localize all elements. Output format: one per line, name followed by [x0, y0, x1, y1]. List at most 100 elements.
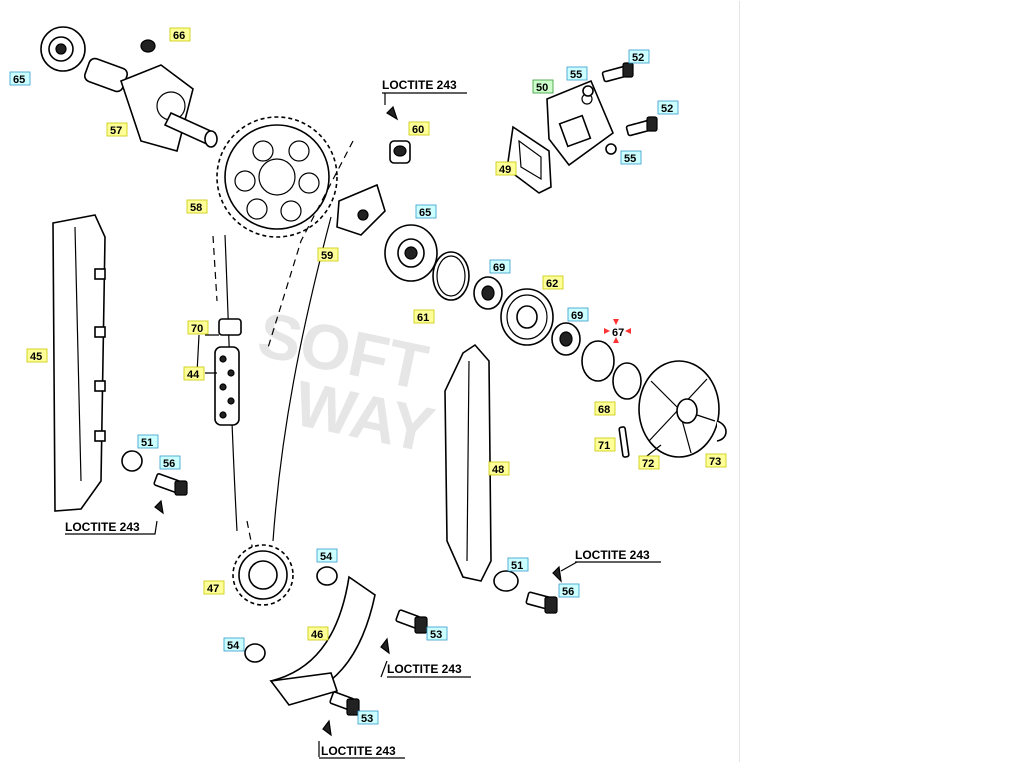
callout-48[interactable]: 48 — [488, 461, 510, 476]
svg-text:47: 47 — [207, 583, 219, 595]
plug-60 — [386, 105, 411, 164]
callout-66[interactable]: 66 — [169, 27, 191, 42]
bearing-69-upper — [473, 276, 503, 310]
bolt-52-upper — [601, 62, 634, 83]
o-ring-67 — [612, 362, 642, 400]
svg-text:56: 56 — [562, 586, 574, 598]
svg-text:69: 69 — [571, 310, 583, 322]
blank-side-panel — [740, 0, 1027, 763]
guide-line-upper — [266, 140, 354, 352]
camshaft-57 — [83, 57, 218, 152]
svg-text:62: 62 — [546, 278, 558, 290]
callout-73[interactable]: 73 — [705, 453, 727, 468]
callout-58[interactable]: 58 — [186, 199, 208, 214]
callout-59[interactable]: 59 — [317, 247, 339, 262]
callout-45[interactable]: 45 — [26, 348, 48, 363]
loctite-note-left: LOCTITE 243 — [65, 520, 158, 535]
cam-sprocket-58 — [216, 116, 338, 238]
callout-61[interactable]: 61 — [413, 309, 435, 324]
callout-56-left[interactable]: 56 — [159, 455, 181, 470]
callout-71[interactable]: 71 — [594, 437, 616, 452]
loctite-note-right: LOCTITE 243 — [560, 548, 661, 572]
washer-55-upper — [582, 85, 594, 97]
callout-67[interactable]: 67 — [610, 325, 630, 339]
callout-54-lower[interactable]: 54 — [223, 637, 245, 652]
callout-70[interactable]: 70 — [187, 320, 209, 335]
callout-65-top[interactable]: 65 — [9, 71, 31, 86]
callout-56-right[interactable]: 56 — [558, 583, 580, 598]
svg-text:71: 71 — [598, 440, 610, 452]
pin-71 — [618, 426, 630, 458]
bolt-53-lower — [322, 691, 360, 737]
red-highlight-marker — [604, 319, 631, 343]
svg-text:48: 48 — [492, 464, 504, 476]
svg-text:52: 52 — [632, 52, 644, 64]
bushing-51-right — [493, 570, 519, 592]
svg-text:44: 44 — [187, 369, 200, 381]
svg-text:56: 56 — [163, 458, 175, 470]
callout-72[interactable]: 72 — [638, 455, 660, 470]
tensioner-50 — [546, 79, 614, 167]
callout-65-middle[interactable]: 65 — [415, 204, 437, 219]
svg-text:54: 54 — [227, 640, 240, 652]
bolt-52-lower — [625, 116, 658, 137]
svg-text:60: 60 — [412, 124, 424, 136]
callout-52-upper[interactable]: 52 — [628, 49, 650, 64]
svg-text:51: 51 — [511, 560, 523, 572]
pulley-62 — [500, 288, 554, 346]
callout-62[interactable]: 62 — [542, 275, 564, 290]
callout-49[interactable]: 49 — [495, 161, 517, 176]
svg-text:58: 58 — [190, 202, 202, 214]
svg-text:55: 55 — [624, 153, 636, 165]
svg-text:69: 69 — [493, 262, 505, 274]
spring-66 — [140, 39, 156, 53]
callout-68[interactable]: 68 — [594, 401, 616, 416]
svg-text:51: 51 — [141, 437, 153, 449]
link-70 — [218, 318, 242, 336]
washer-55-lower — [605, 143, 617, 155]
svg-text:65: 65 — [13, 74, 25, 86]
guide-line-left — [212, 235, 218, 302]
svg-text:57: 57 — [110, 125, 122, 137]
callout-46[interactable]: 46 — [307, 626, 329, 641]
svg-text:46: 46 — [311, 629, 323, 641]
callout-55-lower[interactable]: 55 — [620, 150, 642, 165]
gasket-49 — [506, 125, 552, 194]
callout-69-lower[interactable]: 69 — [567, 307, 589, 322]
svg-text:53: 53 — [430, 629, 442, 641]
chain-guide-48 — [444, 343, 492, 582]
loctite-note-top: LOCTITE 243 — [382, 78, 467, 105]
callout-54-upper[interactable]: 54 — [316, 548, 338, 563]
svg-text:72: 72 — [642, 458, 654, 470]
callout-51-right[interactable]: 51 — [507, 557, 529, 572]
bearing-69-lower — [551, 322, 581, 356]
bearing-65-top — [40, 26, 86, 72]
callout-57[interactable]: 57 — [106, 122, 128, 137]
callout-47[interactable]: 47 — [203, 580, 225, 595]
callout-44[interactable]: 44 — [183, 366, 205, 381]
parts-diagram: SOFT WAY — [9, 26, 727, 759]
callout-53-upper[interactable]: 53 — [426, 626, 448, 641]
crank-sprocket-47 — [232, 544, 294, 606]
callout-55-upper[interactable]: 55 — [566, 66, 588, 81]
bushing-51-left — [121, 450, 143, 472]
clip-73 — [716, 420, 727, 442]
svg-text:55: 55 — [570, 69, 582, 81]
bushing-54-upper — [316, 566, 338, 586]
bearing-65-middle — [384, 224, 438, 282]
loctite-label-top: LOCTITE 243 — [382, 78, 457, 92]
callout-51-left[interactable]: 51 — [137, 434, 159, 449]
ring-61 — [432, 251, 470, 301]
callout-50[interactable]: 50 — [532, 79, 554, 94]
svg-text:49: 49 — [499, 164, 511, 176]
svg-text:70: 70 — [191, 323, 203, 335]
callout-60[interactable]: 60 — [408, 121, 430, 136]
svg-text:45: 45 — [30, 351, 42, 363]
loctite-note-middle: LOCTITE 243 — [380, 660, 471, 678]
svg-text:73: 73 — [709, 456, 721, 468]
callout-69-upper[interactable]: 69 — [489, 259, 511, 274]
svg-text:61: 61 — [417, 312, 429, 324]
bushing-54-lower — [244, 643, 266, 663]
callout-53-lower[interactable]: 53 — [357, 710, 379, 725]
callout-52-lower[interactable]: 52 — [657, 100, 679, 115]
